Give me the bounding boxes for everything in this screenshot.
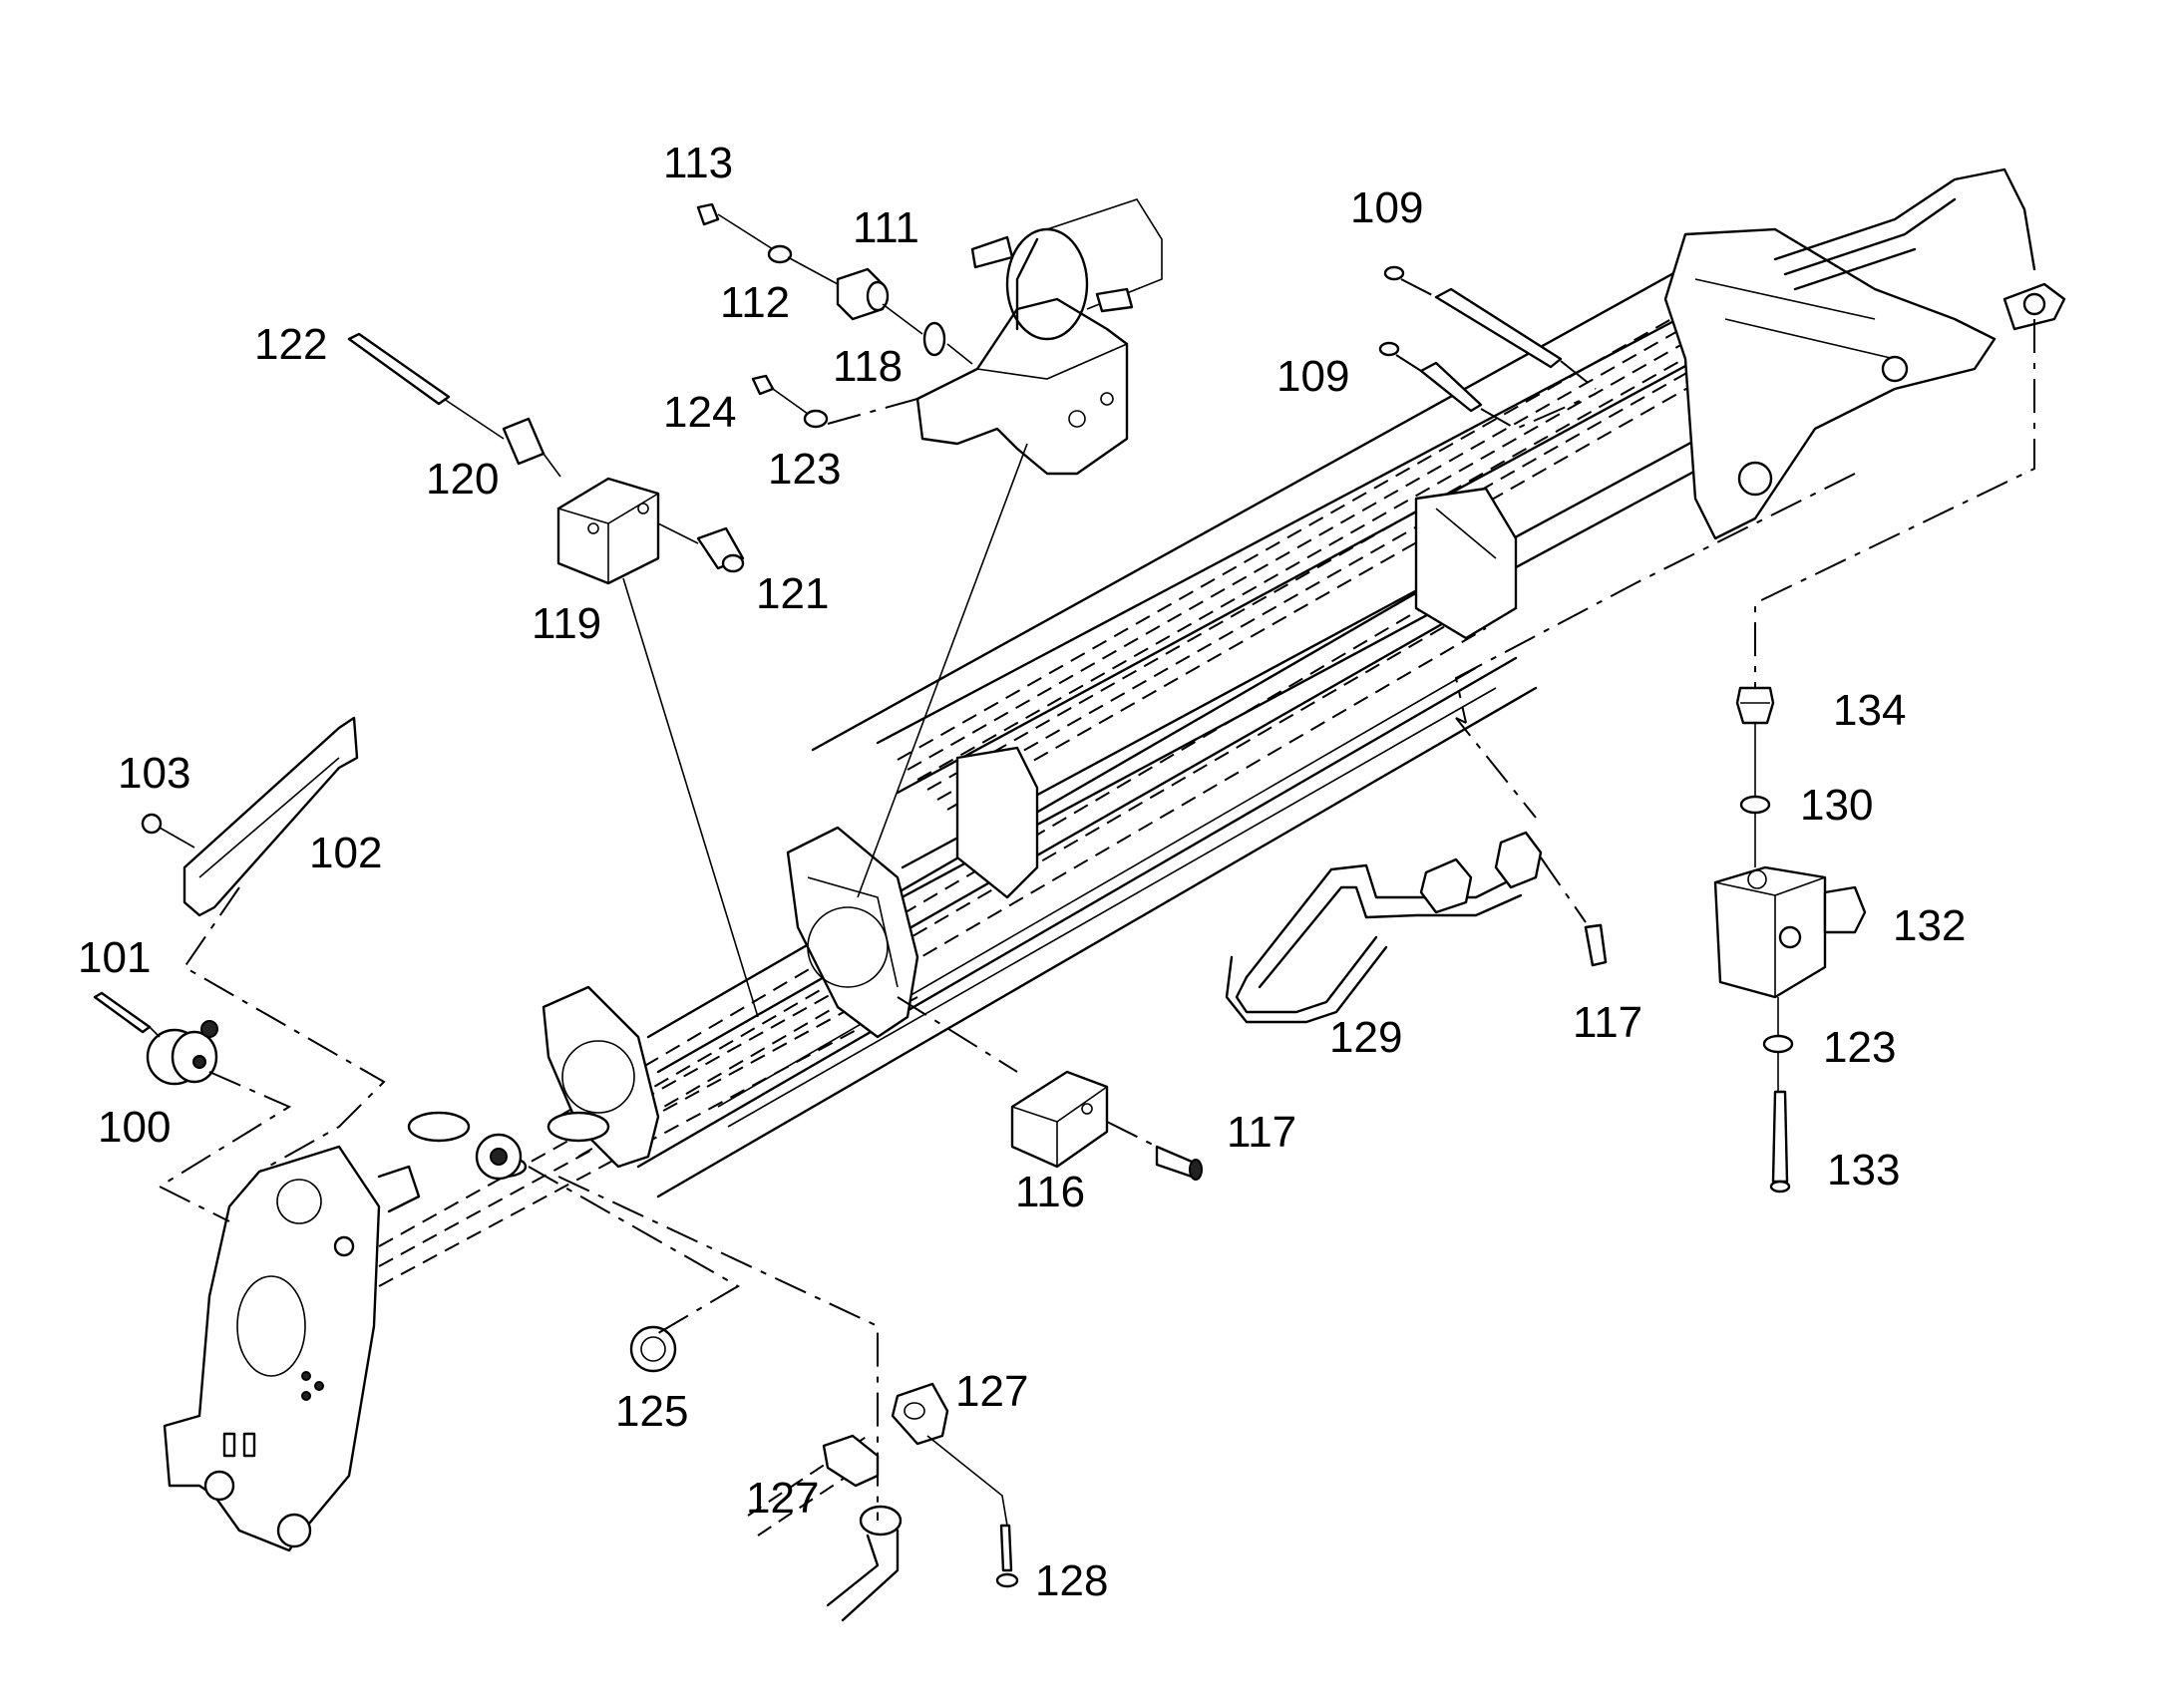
washer-123b	[1762, 1034, 1794, 1054]
pivot-100	[146, 1020, 218, 1086]
nut-103	[141, 813, 163, 835]
pin-121	[696, 526, 745, 573]
bolt-133	[1769, 1090, 1791, 1194]
leader-lines	[149, 213, 2035, 1527]
nut-125	[629, 1325, 677, 1373]
callout-122: 122	[254, 320, 327, 369]
callout-118: 118	[833, 342, 903, 391]
pin-109b	[1378, 341, 1483, 413]
hose-elbow	[826, 1505, 903, 1622]
callout-130: 130	[1800, 781, 1873, 830]
callout-101: 101	[78, 933, 151, 982]
callout-124: 124	[663, 388, 736, 437]
block-116	[1010, 1070, 1109, 1169]
callout-128: 128	[1035, 1556, 1108, 1605]
valve-block-132	[1713, 865, 1867, 999]
screw-113	[696, 202, 720, 226]
callout-123: 123	[768, 445, 841, 494]
callout-112: 112	[720, 278, 790, 327]
pin-120	[502, 417, 545, 466]
callout-127b: 127	[746, 1474, 819, 1523]
callout-117b: 117	[1227, 1108, 1296, 1157]
callout-129: 129	[1329, 1013, 1402, 1062]
callout-116: 116	[1015, 1168, 1085, 1216]
bolt-101	[93, 991, 152, 1034]
callout-labels: 113 111 112 118 124 123 122 120 121 119 …	[78, 139, 1966, 1605]
ring-118	[922, 321, 946, 357]
hose-129	[1225, 831, 1608, 1024]
screw-117a	[1584, 923, 1608, 967]
callout-113: 113	[663, 139, 733, 187]
callout-123b: 123	[1823, 1023, 1896, 1072]
clamp-127a	[891, 1382, 949, 1446]
callout-109a: 109	[1350, 183, 1423, 232]
rod-122	[347, 332, 451, 406]
pin-109a	[1383, 265, 1563, 369]
callout-117a: 117	[1573, 998, 1642, 1047]
clamp-127b	[822, 1434, 880, 1488]
callout-125: 125	[615, 1387, 688, 1436]
callout-109b: 109	[1276, 352, 1349, 401]
callout-132: 132	[1893, 901, 1966, 950]
callout-120: 120	[426, 455, 499, 504]
block-119	[556, 477, 660, 585]
mount-bracket-118	[915, 198, 1163, 476]
callout-100: 100	[98, 1103, 171, 1152]
callout-103: 103	[118, 749, 190, 798]
washer-112	[767, 244, 793, 264]
washer-123a	[803, 409, 829, 429]
fitting-134	[1735, 686, 1775, 725]
guard-plate-102	[182, 716, 359, 917]
washer-130	[1739, 795, 1771, 815]
telescopic-boom	[163, 168, 2066, 1552]
screw-124	[751, 374, 775, 396]
callout-121: 121	[756, 569, 829, 618]
callout-119: 119	[532, 599, 601, 648]
bolt-128	[995, 1524, 1019, 1588]
callout-111: 111	[853, 203, 919, 252]
callout-134: 134	[1833, 686, 1906, 735]
callout-127a: 127	[955, 1367, 1028, 1416]
bushing-111	[836, 267, 890, 321]
screw-117b	[1155, 1145, 1203, 1181]
callout-102: 102	[309, 829, 382, 877]
callout-133: 133	[1827, 1146, 1900, 1195]
